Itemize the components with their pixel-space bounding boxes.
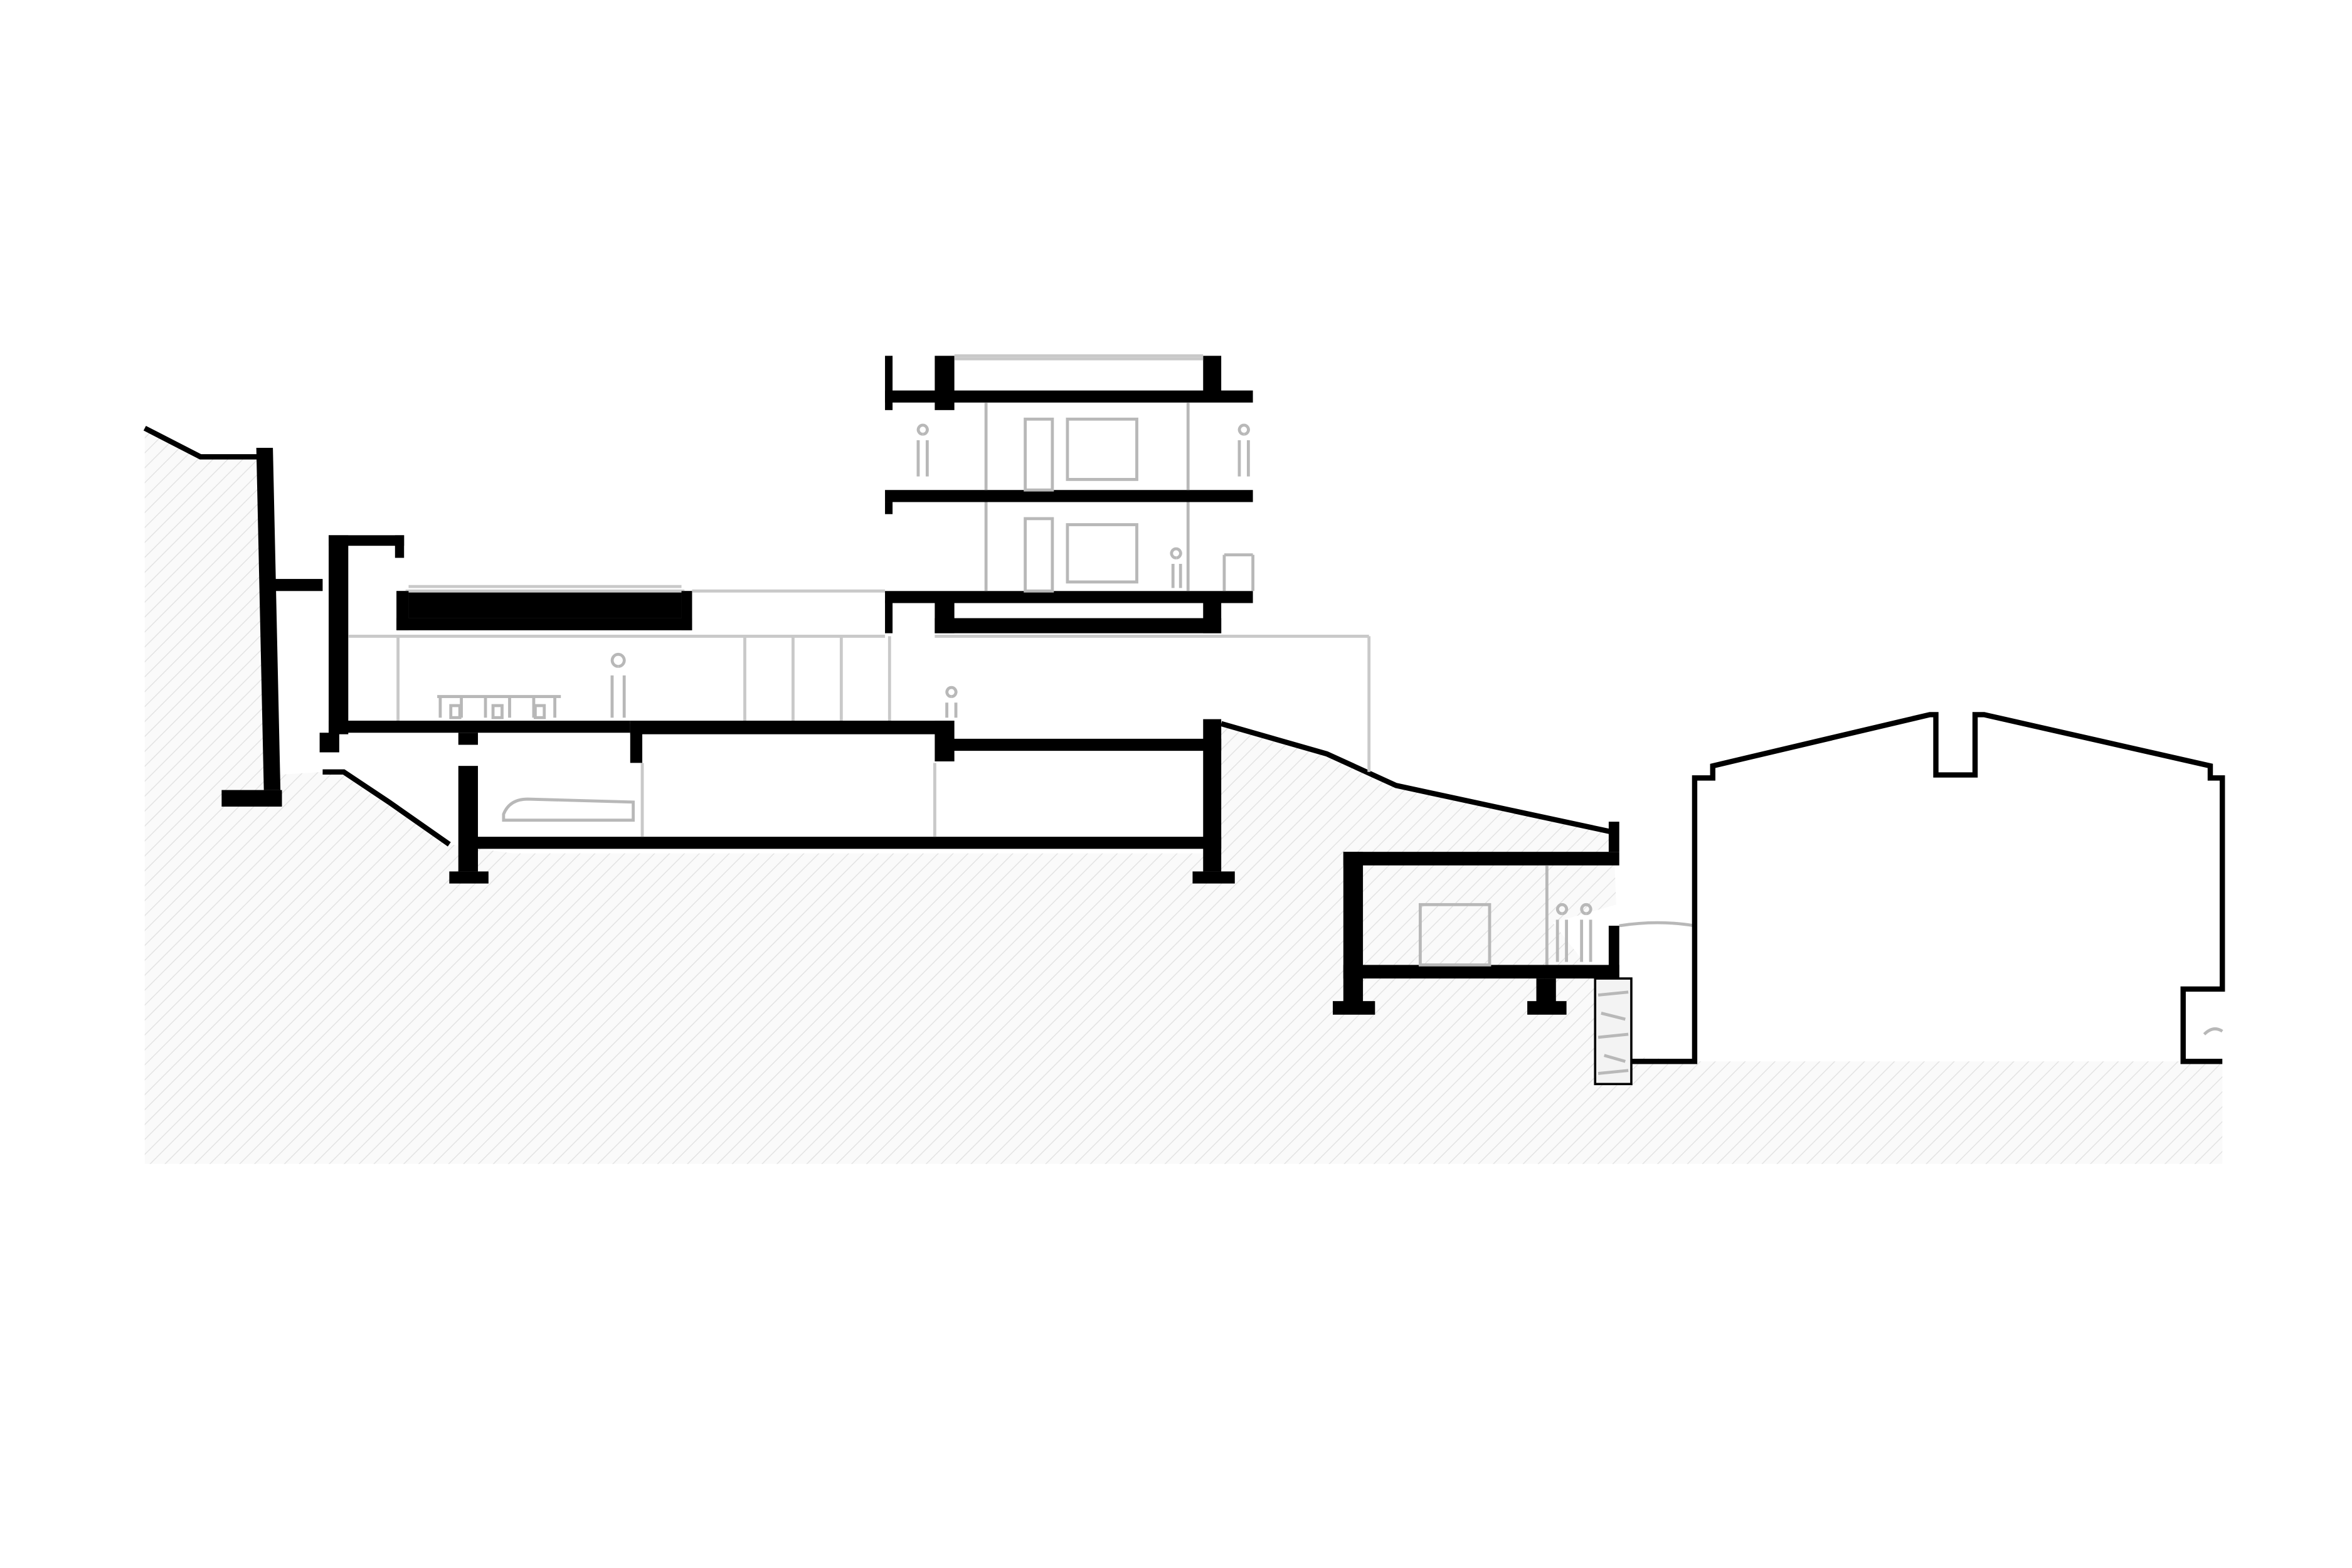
stone-wall — [1594, 977, 1633, 1086]
tower-interior — [916, 402, 1254, 593]
lower-basement-level — [449, 719, 1235, 884]
bed-furniture — [502, 797, 635, 822]
ground-line-slope — [322, 769, 451, 847]
dining-furniture — [437, 695, 561, 719]
neighbour-edge — [2203, 1027, 2223, 1036]
ground-line-right — [1220, 721, 1614, 835]
person-figure — [610, 652, 626, 718]
ground-mass — [144, 428, 2223, 1164]
neighbouring-house — [1631, 712, 2225, 1064]
main-building-level — [319, 635, 1371, 772]
garage-interior — [1419, 865, 1695, 967]
garage-box — [1333, 822, 1695, 1015]
ground-line — [143, 425, 258, 460]
person-figure — [945, 686, 958, 718]
tower-block — [885, 354, 1254, 633]
upper-terrace-block — [329, 535, 886, 734]
retaining-wall — [221, 447, 323, 807]
